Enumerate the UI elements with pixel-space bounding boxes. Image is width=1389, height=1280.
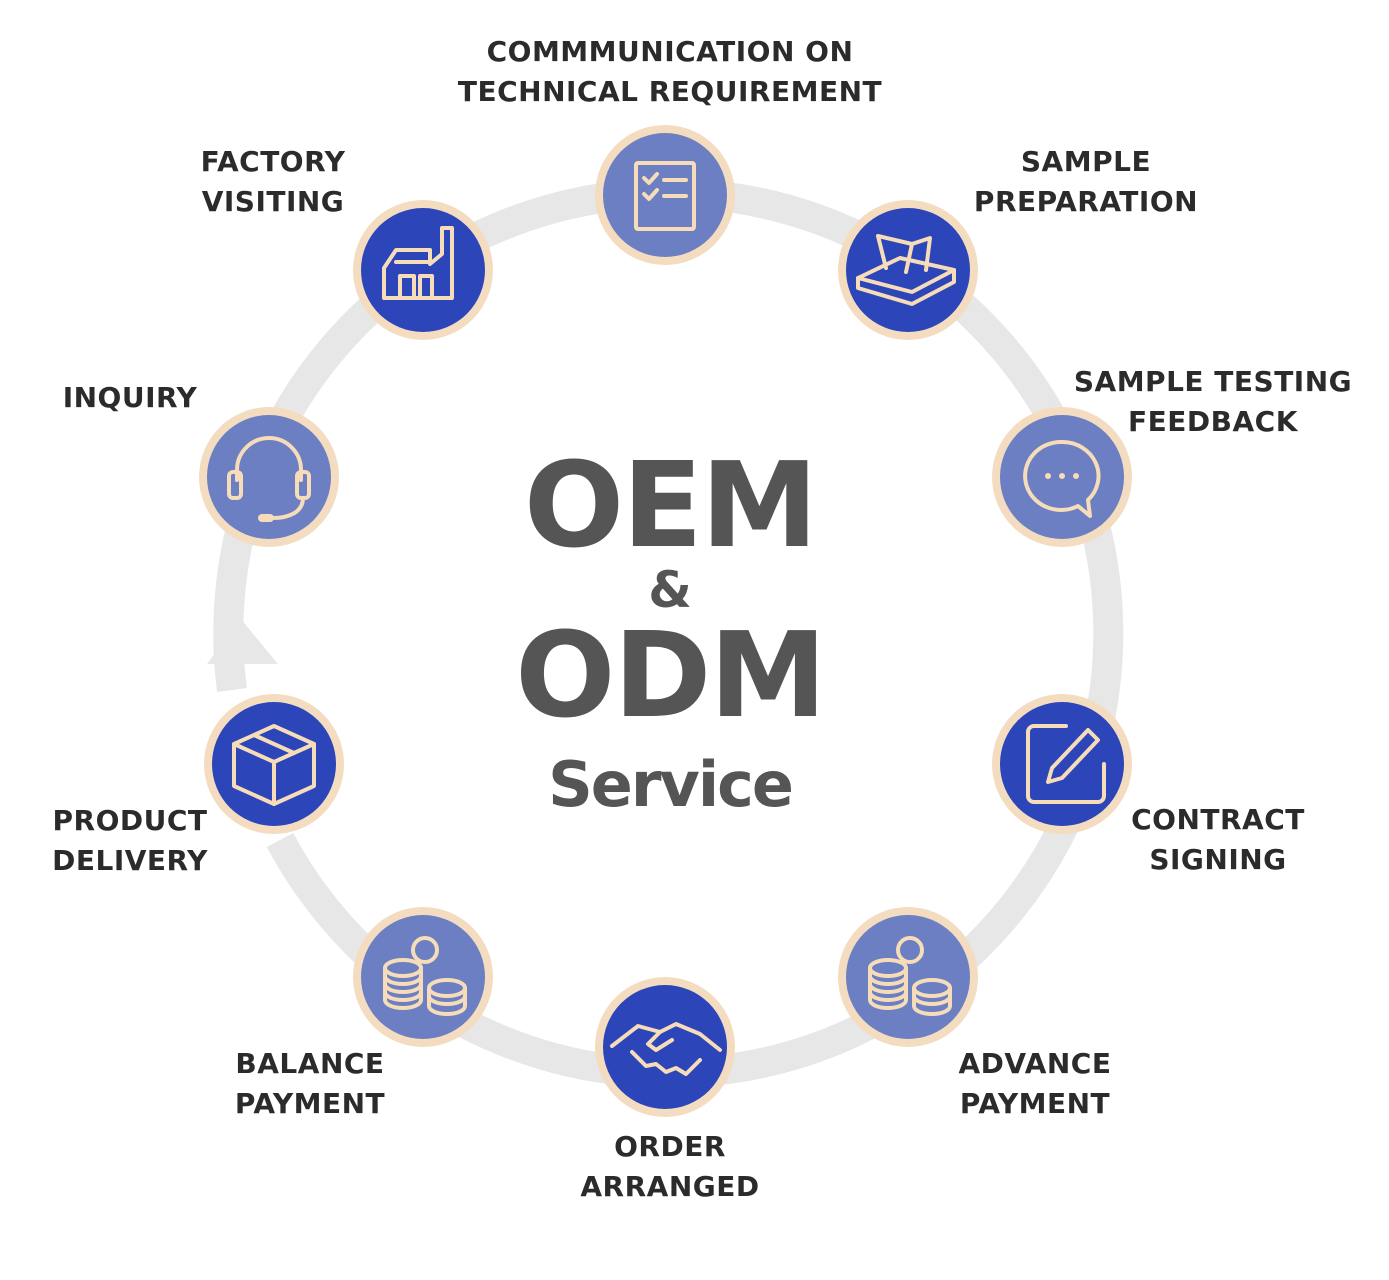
chat-bubble-icon — [1023, 439, 1101, 518]
box-icon — [232, 724, 316, 806]
tissue-box-icon — [856, 234, 956, 306]
step-label-sample-preparation: SAMPLE PREPARATION — [956, 142, 1216, 222]
step-label-balance-payment: BALANCE PAYMENT — [200, 1044, 420, 1124]
step-node-inquiry — [199, 407, 339, 547]
step-label-line: INQUIRY — [62, 381, 198, 414]
handshake-icon — [610, 1022, 722, 1076]
coins-icon — [383, 936, 467, 1016]
step-label-sample-testing: SAMPLE TESTING FEEDBACK — [1068, 362, 1358, 442]
step-label-line: PRODUCT — [52, 804, 208, 837]
step-label-line: SAMPLE — [1020, 145, 1152, 178]
step-node-sample-preparation — [838, 200, 978, 340]
factory-icon — [382, 226, 454, 300]
step-label-line: COMMMUNICATION ON — [486, 35, 854, 68]
step-label-inquiry: INQUIRY — [40, 378, 220, 418]
step-label-order-arranged: ORDER ARRANGED — [560, 1127, 780, 1207]
center-title-ampersand: & — [648, 561, 692, 619]
step-label-line: PREPARATION — [973, 185, 1199, 218]
step-label-line: CONTRACT — [1131, 803, 1305, 836]
step-node-advance-payment — [838, 907, 978, 1047]
step-label-communication: COMMMUNICATION ON TECHNICAL REQUIREMENT — [420, 32, 920, 112]
center-title-service: Service — [548, 748, 794, 821]
checklist-icon — [634, 161, 696, 231]
step-label-line: PAYMENT — [234, 1087, 386, 1120]
step-node-contract-signing — [992, 694, 1132, 834]
step-label-line: PAYMENT — [959, 1087, 1111, 1120]
step-label-line: SIGNING — [1149, 843, 1287, 876]
step-label-product-delivery: PRODUCT DELIVERY — [30, 801, 230, 881]
center-title-odm: ODM — [515, 606, 827, 744]
cycle-arrowhead — [207, 618, 278, 664]
step-label-line: ORDER — [614, 1130, 726, 1163]
step-node-sample-testing — [992, 407, 1132, 547]
step-label-line: ARRANGED — [580, 1170, 760, 1203]
step-label-contract-signing: CONTRACT SIGNING — [1108, 800, 1328, 880]
step-node-order-arranged — [595, 977, 735, 1117]
step-label-line: FACTORY — [200, 145, 346, 178]
step-label-line: DELIVERY — [52, 844, 208, 877]
step-label-line: SAMPLE TESTING — [1073, 365, 1353, 398]
coins-icon — [868, 936, 952, 1016]
step-label-factory-visiting: FACTORY VISITING — [168, 142, 378, 222]
step-label-advance-payment: ADVANCE PAYMENT — [925, 1044, 1145, 1124]
center-title-oem: OEM — [523, 436, 818, 574]
headset-icon — [227, 436, 311, 522]
step-label-line: ADVANCE — [958, 1047, 1112, 1080]
step-node-factory-visiting — [353, 200, 493, 340]
step-node-balance-payment — [353, 907, 493, 1047]
edit-pencil-icon — [1026, 724, 1106, 804]
step-node-communication — [595, 125, 735, 265]
step-label-line: TECHNICAL REQUIREMENT — [457, 75, 883, 108]
step-label-line: FEEDBACK — [1128, 405, 1298, 438]
step-node-product-delivery — [204, 694, 344, 834]
step-label-line: VISITING — [201, 185, 345, 218]
step-label-line: BALANCE — [235, 1047, 385, 1080]
